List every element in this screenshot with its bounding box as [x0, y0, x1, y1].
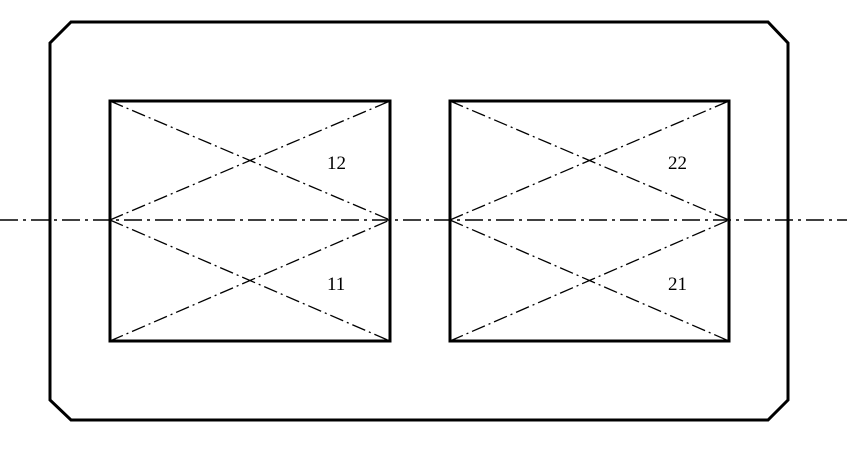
label-12: 12 — [327, 153, 346, 174]
outer-frame — [48, 20, 790, 422]
label-22: 22 — [668, 153, 687, 174]
left-box-outline — [108, 99, 392, 343]
diagonal-line — [109, 100, 391, 221]
right-box-outline — [448, 99, 731, 343]
diagonal-line — [109, 219, 391, 342]
left-box: 12 11 — [108, 99, 392, 343]
right-box: 22 21 — [448, 99, 731, 343]
label-11: 11 — [327, 274, 345, 295]
diagonal-line — [449, 219, 730, 342]
diagonal-line — [449, 100, 730, 221]
label-21: 21 — [668, 274, 687, 295]
